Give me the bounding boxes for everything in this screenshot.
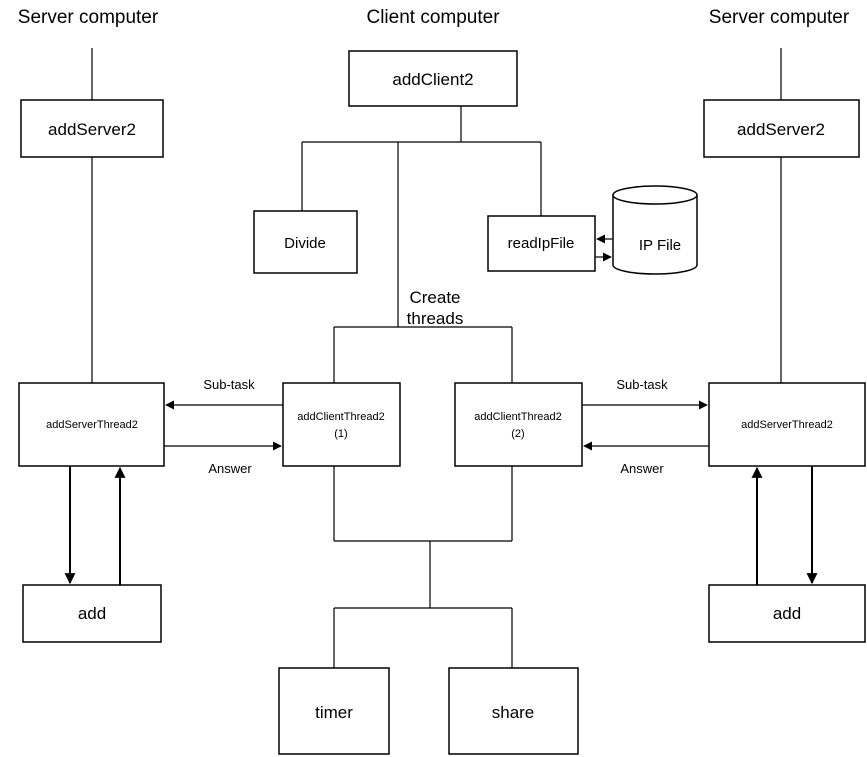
timer-node: timer xyxy=(278,667,390,755)
readipfile-label: readIpFile xyxy=(508,235,575,252)
addclientthread-2-label: addClientThread2 xyxy=(474,411,561,423)
share-node: share xyxy=(448,667,579,755)
readipfile-node: readIpFile xyxy=(487,215,596,272)
left-addserverthread-label: addServerThread2 xyxy=(46,419,138,431)
left-answer-label: Answer xyxy=(208,461,252,476)
right-add-label: add xyxy=(773,604,801,623)
right-add-node: add xyxy=(708,584,866,643)
addclientthread-1-index: (1) xyxy=(334,428,347,440)
addclient-label: addClient2 xyxy=(392,70,473,89)
header-left-server: Server computer xyxy=(18,7,159,28)
left-addserver-label: addServer2 xyxy=(48,120,136,139)
right-addserver-node: addServer2 xyxy=(703,99,860,158)
left-add-label: add xyxy=(78,604,106,623)
addclientthread-2-node: addClientThread2 (2) xyxy=(454,382,583,467)
divide-node: Divide xyxy=(253,210,358,274)
addclient-node: addClient2 xyxy=(348,50,518,107)
create-threads-label-line2: threads xyxy=(407,309,464,328)
left-addserver-node: addServer2 xyxy=(20,99,164,158)
addclientthread-1-label: addClientThread2 xyxy=(297,411,384,423)
ip-file-label: IP File xyxy=(639,237,681,254)
create-threads-label-line1: Create xyxy=(409,288,460,307)
left-add-node: add xyxy=(22,584,162,643)
right-answer-label: Answer xyxy=(620,461,664,476)
addclientthread-2-index: (2) xyxy=(511,428,524,440)
right-subtask-label: Sub-task xyxy=(616,377,668,392)
addclientthread-1-node: addClientThread2 (1) xyxy=(282,382,401,467)
ip-file-database-icon: IP File xyxy=(612,185,698,275)
right-addserverthread-node: addServerThread2 xyxy=(708,382,866,467)
left-addserverthread-node: addServerThread2 xyxy=(18,382,165,467)
header-client: Client computer xyxy=(366,7,500,28)
left-subtask-label: Sub-task xyxy=(203,377,255,392)
right-addserverthread-label: addServerThread2 xyxy=(741,419,833,431)
timer-label: timer xyxy=(315,703,353,722)
header-right-server: Server computer xyxy=(709,7,850,28)
divide-label: Divide xyxy=(284,235,326,252)
right-addserver-label: addServer2 xyxy=(737,120,825,139)
share-label: share xyxy=(492,703,535,722)
